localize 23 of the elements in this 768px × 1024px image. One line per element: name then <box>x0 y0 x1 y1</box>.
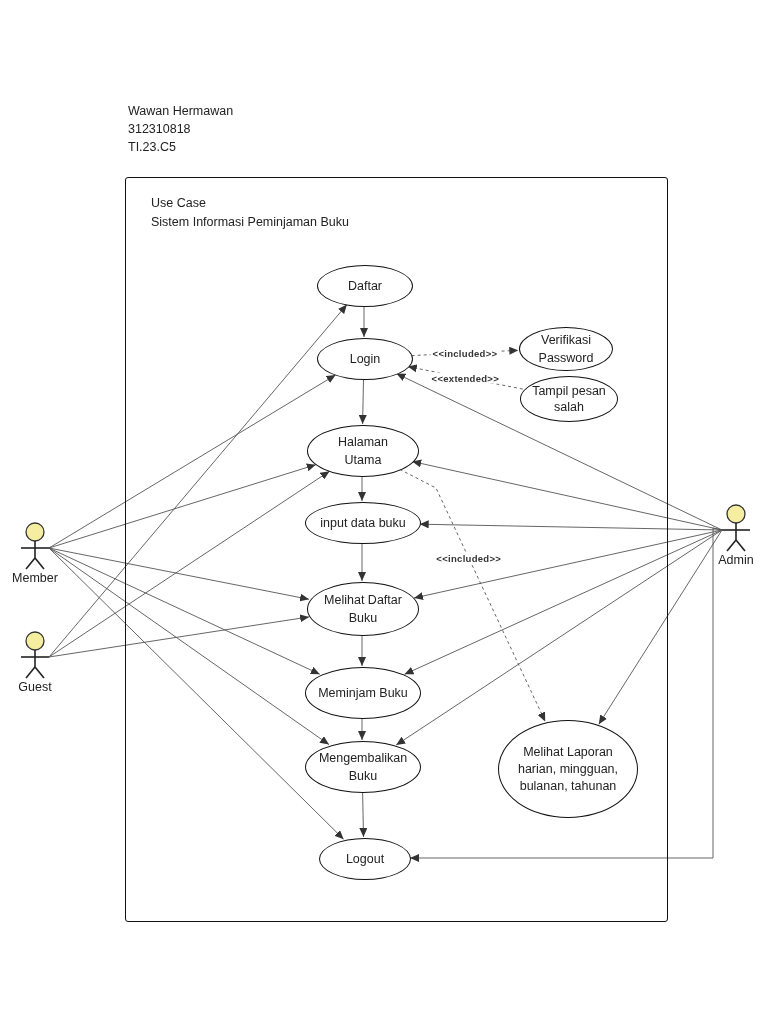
header-text: TI.23.C5 <box>128 139 176 155</box>
use-case-ellipse: Melihat Laporan harian, mingguan, bulanan, tahunan <box>498 720 638 818</box>
use-case-ellipse: Login <box>317 338 413 380</box>
header-text: Wawan Hermawan <box>128 103 234 119</box>
use-case-ellipse: Meminjam Buku <box>305 667 421 719</box>
boundary-title: Use Case <box>151 195 206 212</box>
edge-label: <<included>> <box>430 347 500 359</box>
use-case-ellipse: Logout <box>319 838 411 880</box>
actor-label: Member <box>12 571 58 586</box>
use-case-ellipse: Mengembalikan Buku <box>305 741 421 793</box>
use-case-ellipse: input data buku <box>305 502 421 544</box>
header-text: 312310818 <box>128 121 191 137</box>
use-case-ellipse: Halaman Utama <box>307 425 419 477</box>
actor-label: Guest <box>18 680 52 695</box>
edge-label: <<extended>> <box>429 372 502 384</box>
edge-label: <<included>> <box>434 552 504 564</box>
use-case-ellipse: Tampil pesan salah <box>520 376 618 422</box>
use-case-ellipse: Melihat Daftar Buku <box>307 582 419 636</box>
boundary-title: Sistem Informasi Peminjaman Buku <box>151 214 349 231</box>
actor-label: Admin <box>718 553 754 568</box>
use-case-ellipse: Verifikasi Password <box>519 327 613 371</box>
use-case-ellipse: Daftar <box>317 265 413 307</box>
system-boundary <box>125 177 668 922</box>
